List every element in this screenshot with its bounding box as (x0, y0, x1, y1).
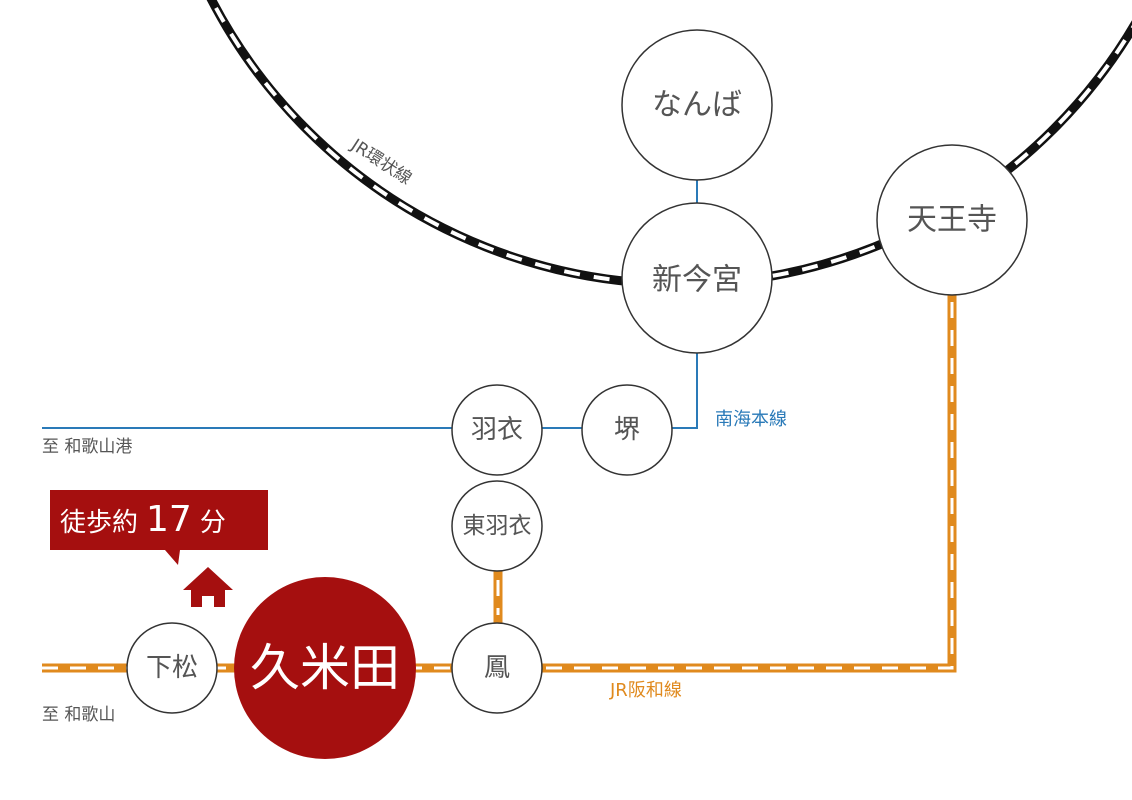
station-namba[interactable]: なんば (621, 29, 773, 181)
station-otori[interactable]: 鳳 (451, 622, 543, 714)
svg-text:天王寺: 天王寺 (907, 203, 997, 238)
nankai-line (42, 175, 698, 429)
home-icon (183, 567, 233, 607)
svg-text:鳳: 鳳 (484, 653, 510, 683)
station-shin-imamiya[interactable]: 新今宮 (621, 202, 773, 354)
hanwa-line (42, 290, 957, 673)
nankai-label: 南海本線 (715, 409, 787, 430)
svg-text:新今宮: 新今宮 (652, 263, 742, 298)
svg-text:羽衣: 羽衣 (471, 415, 523, 445)
svg-text:堺: 堺 (614, 415, 640, 445)
hanwa-label: JR阪和線 (609, 680, 682, 701)
destination-wakayama: 至 和歌山 (42, 705, 115, 725)
jr-loop-label: JR環状線 (346, 135, 415, 189)
station-tennoji[interactable]: 天王寺 (876, 144, 1028, 296)
svg-text:久米田: 久米田 (250, 639, 400, 697)
destination-wakayamako: 至 和歌山港 (42, 437, 132, 457)
station-shimomatsu[interactable]: 下松 (126, 622, 218, 714)
station-kumeda[interactable]: 久米田 (234, 577, 416, 759)
station-higashi-hagoromo[interactable]: 東羽衣 (451, 480, 543, 572)
station-sakai[interactable]: 堺 (581, 384, 673, 476)
station-hagoromo[interactable]: 羽衣 (451, 384, 543, 476)
svg-text:なんば: なんば (652, 88, 742, 123)
svg-text:下松: 下松 (146, 653, 198, 683)
svg-text:東羽衣: 東羽衣 (463, 513, 532, 539)
